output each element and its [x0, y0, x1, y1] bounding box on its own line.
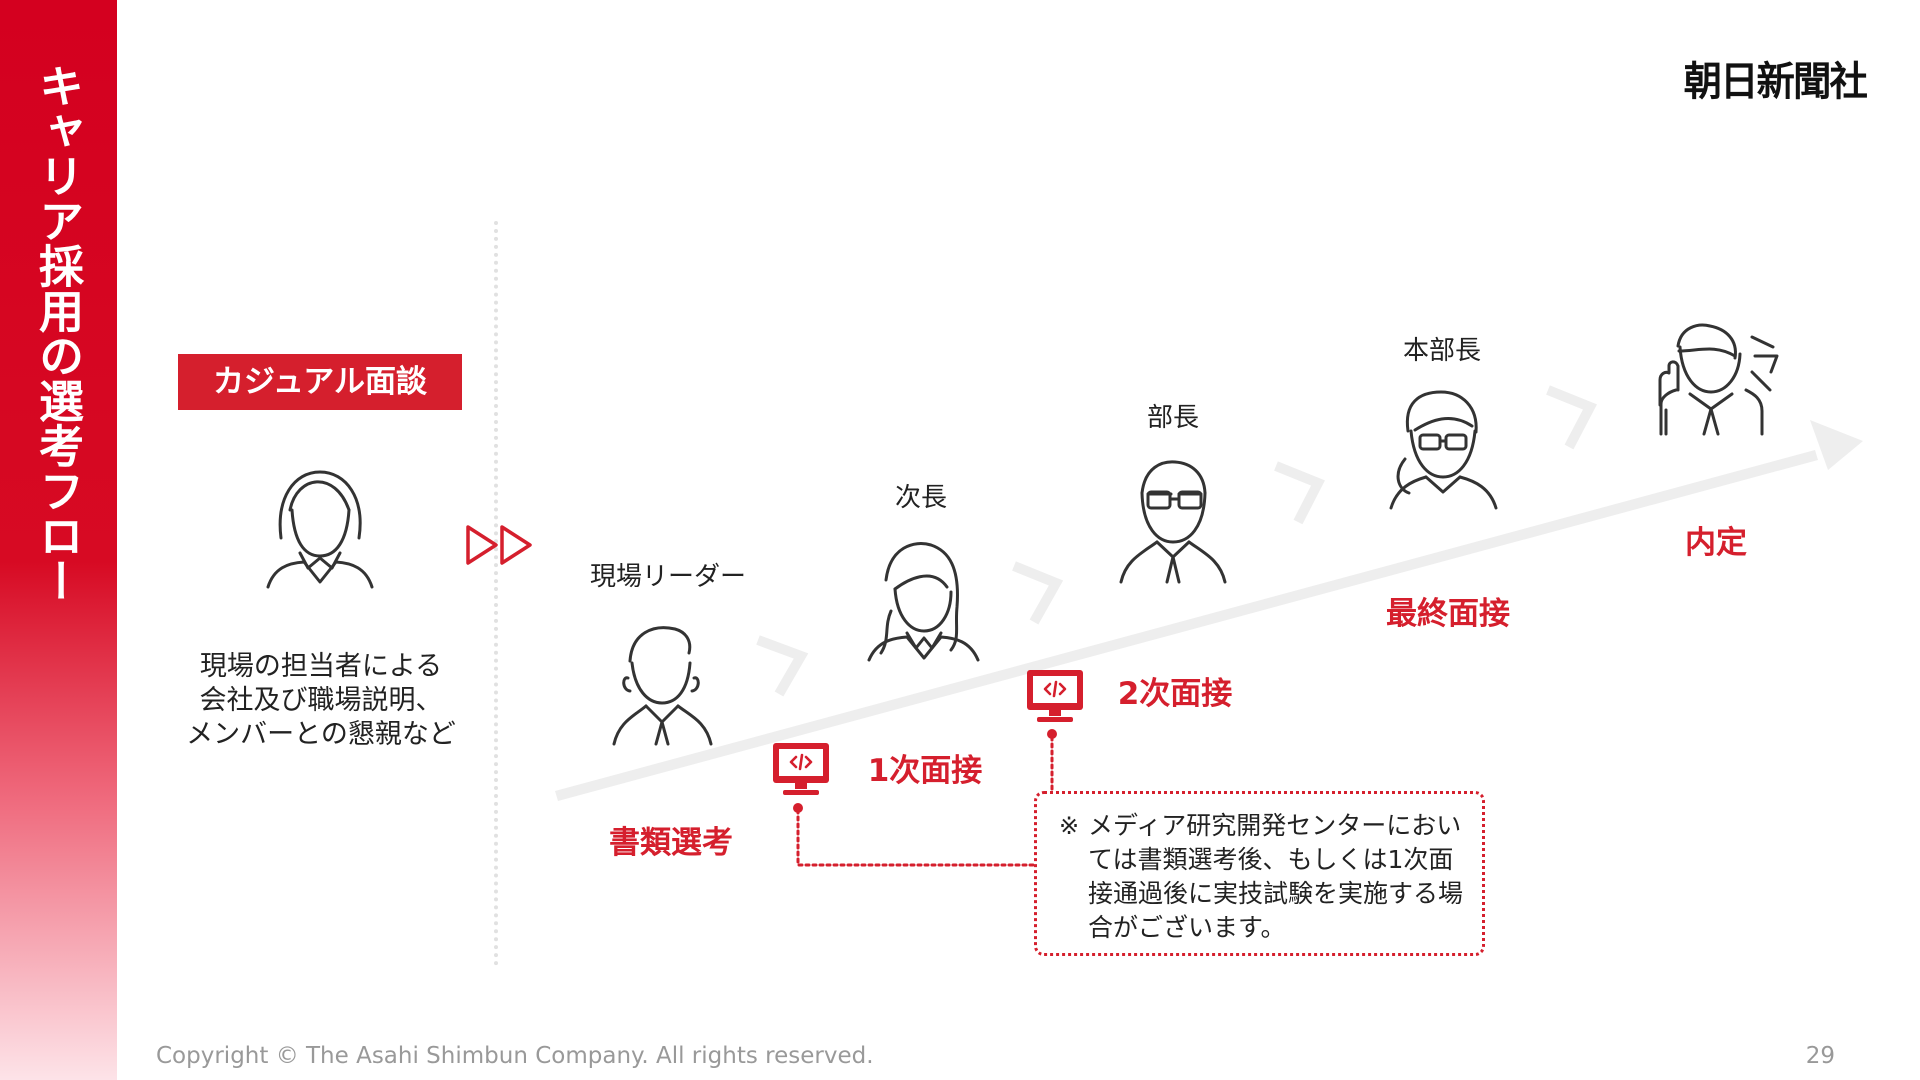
leader-person: [612, 626, 713, 746]
play-arrow-icon: [466, 525, 498, 565]
casual-interview-description: 現場の担当者による 会社及び職場説明、 メンバーとの懇親など: [166, 650, 476, 752]
note-text: メディア研究開発センターにおいては書類選考後、もしくは1次面接通過後に実技試験を…: [1088, 811, 1464, 942]
person-icon: [867, 542, 980, 662]
page-number: 29: [1805, 1043, 1835, 1069]
red-dotted-connectors: [793, 729, 1057, 867]
document-screening-label: 書類選考: [609, 825, 733, 861]
computer-icon: [771, 741, 831, 797]
final-interview-label: 最終面接: [1386, 596, 1510, 632]
offer-celebration: [1658, 323, 1779, 436]
arrow-icon: [1810, 420, 1863, 470]
slide-title: キャリア採用の選考フロー: [31, 63, 84, 603]
chevron-icon: [1012, 561, 1064, 625]
brand-logo: 朝日新聞社: [1683, 58, 1868, 105]
person-icon: [1389, 390, 1498, 510]
left-sidebar: キャリア採用の選考フロー: [0, 0, 117, 1080]
note-callout: ※ メディア研究開発センターにおいては書類選考後、もしくは1次面接通過後に実技試…: [1034, 791, 1485, 956]
second-interview-label: 2次面接: [1118, 676, 1233, 712]
offer-label: 内定: [1685, 525, 1747, 561]
play-arrow-icon: [500, 525, 532, 565]
executive-role-label: 本部長: [1403, 336, 1481, 366]
manager-person: [1119, 460, 1227, 584]
deputy-role-label: 次長: [895, 483, 947, 513]
leader-role-label: 現場リーダー: [590, 562, 746, 592]
first-interview-label: 1次面接: [868, 753, 983, 789]
chevron-icon: [756, 635, 809, 697]
casual-interview-person: [266, 470, 374, 589]
casual-description-line-3: メンバーとの懇親など: [186, 719, 456, 750]
executive-person: [1389, 390, 1498, 510]
copyright-text: Copyright © The Asahi Shimbun Company. A…: [156, 1043, 874, 1069]
chevron-icon: [1546, 385, 1597, 450]
flow-chevrons: [756, 385, 1597, 697]
person-icon: [1119, 460, 1227, 584]
note-mark: ※: [1059, 812, 1080, 840]
computer-icon: [1025, 668, 1085, 724]
manager-role-label: 部長: [1147, 403, 1199, 433]
deputy-person: [867, 542, 980, 662]
section-divider: [494, 221, 498, 966]
casual-description-line-2: 会社及び職場説明、: [199, 685, 443, 716]
person-icon: [266, 470, 374, 589]
person-icon: [612, 626, 713, 746]
double-play-arrow: [466, 525, 532, 565]
celebration-icon: [1658, 323, 1779, 436]
casual-description-line-1: 現場の担当者による: [199, 651, 443, 682]
casual-interview-badge: カジュアル面談: [178, 354, 462, 410]
chevron-icon: [1274, 461, 1325, 525]
main-flow-arrow: [555, 420, 1863, 801]
